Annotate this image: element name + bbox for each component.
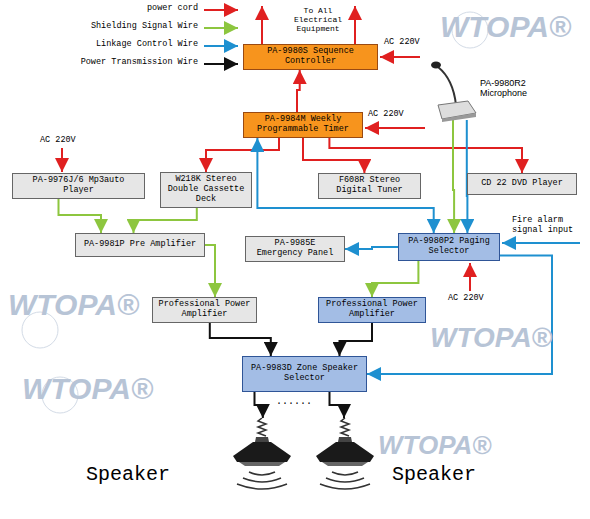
microphone: PA-9980R2 Microphone [428, 80, 553, 120]
globe-marks [22, 12, 488, 413]
wire [297, 70, 300, 112]
wire [134, 208, 197, 233]
device-label: PA-9981P Pre Amplifier [84, 240, 196, 250]
device-label: Speaker [392, 463, 476, 486]
speaker: Speaker [312, 418, 512, 490]
wire [205, 245, 215, 297]
speaker-icon [229, 418, 295, 490]
device-label: PA-9983D Zone Speaker Selector [247, 364, 362, 384]
legend-text: Linkage Control Wire [96, 39, 198, 49]
device-label: F608R Stereo Digital Tuner [323, 176, 416, 196]
device-box: PA-9984M Weekly Programmable Timer [243, 112, 363, 138]
device-box: PA-9983D Zone Speaker Selector [242, 356, 367, 392]
device-label: PA-9976J/6 Mp3auto Player [17, 176, 140, 196]
wire [340, 323, 373, 356]
legend-text: Shielding Signal Wire [91, 21, 198, 31]
device-label: PA-9980R2 Microphone [480, 78, 550, 99]
speaker-icon [312, 418, 378, 490]
device-label: CD 22 DVD Player [481, 179, 563, 189]
device-box: PA-9985E Emergency Panel [245, 236, 345, 262]
wire [330, 392, 345, 418]
fire-alarm-arrow [502, 242, 580, 244]
legend-samples [204, 10, 238, 64]
wire [210, 323, 271, 356]
device-box: PA-9980P2 Paging Selector [398, 233, 500, 261]
note-label: To All Electrical Equipment [287, 6, 349, 34]
device-label: Professional Power Amplifier [323, 300, 421, 320]
device-box: PA-9976J/6 Mp3auto Player [12, 173, 145, 199]
legend-text: power cord [147, 3, 198, 13]
note-label: AC 220V [368, 110, 418, 120]
wire [255, 392, 263, 418]
device-box: F608R Stereo Digital Tuner [318, 173, 421, 199]
speaker: Speaker [80, 418, 295, 490]
device-box: CD 22 DVD Player [467, 173, 577, 195]
device-box: Professional Power Amplifier [152, 297, 257, 323]
note-label: AC 220V [448, 294, 498, 304]
wire [453, 120, 454, 233]
wire [257, 138, 433, 233]
device-label: PA-9980S Sequence Controller [248, 47, 373, 67]
microphone-icon [428, 47, 478, 122]
device-label: Professional Power Amplifier [157, 300, 252, 320]
watermark: WTOPA® [430, 322, 552, 354]
device-box: PA-9980S Sequence Controller [243, 44, 378, 70]
note-label: Fire alarm signal input [512, 216, 588, 236]
wire [206, 138, 279, 172]
wire [59, 199, 102, 233]
wire [345, 247, 398, 249]
watermark: WTOPA® [22, 372, 153, 406]
device-label: W218K Stereo Double Cassette Deck [165, 175, 247, 204]
wire [329, 138, 522, 173]
note-label: AC 220V [384, 38, 434, 48]
watermark: WTOPA® [440, 10, 571, 44]
device-box: Professional Power Amplifier [318, 297, 426, 323]
device-label: PA-9980P2 Paging Selector [403, 237, 495, 257]
legend-text: Power Transmission Wire [81, 57, 198, 67]
watermark: WTOPA® [378, 430, 492, 461]
device-box: W218K Stereo Double Cassette Deck [160, 172, 252, 208]
wire [372, 261, 418, 297]
note-label: AC 220V [40, 136, 90, 146]
device-box: PA-9981P Pre Amplifier [75, 233, 205, 257]
device-label: PA-9984M Weekly Programmable Timer [248, 115, 358, 135]
device-label: Speaker [86, 463, 170, 486]
device-label: PA-9985E Emergency Panel [250, 239, 340, 259]
note-label: ...... [276, 396, 316, 408]
wire [303, 138, 364, 173]
watermark: WTOPA® [8, 288, 139, 322]
